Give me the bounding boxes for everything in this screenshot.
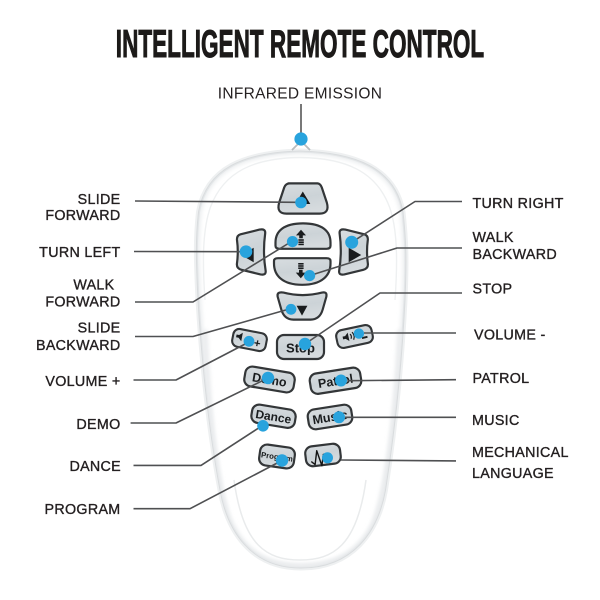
- svg-text:STOP: STOP: [473, 282, 513, 298]
- svg-text:SLIDE: SLIDE: [78, 192, 121, 208]
- svg-text:FORWARD: FORWARD: [45, 295, 120, 311]
- svg-text:PATROL: PATROL: [473, 371, 530, 387]
- svg-text:INFRARED EMISSION: INFRARED EMISSION: [218, 86, 382, 103]
- svg-text:DEMO: DEMO: [76, 417, 120, 433]
- svg-text:INTELLIGENT REMOTE CONTROL: INTELLIGENT REMOTE CONTROL: [116, 22, 484, 66]
- svg-text:WALK: WALK: [473, 230, 514, 246]
- svg-text:WALK: WALK: [73, 278, 114, 294]
- svg-text:LANGUAGE: LANGUAGE: [472, 466, 554, 482]
- svg-text:VOLUME +: VOLUME +: [45, 374, 120, 390]
- svg-text:BACKWARD: BACKWARD: [473, 247, 557, 263]
- svg-text:DANCE: DANCE: [69, 459, 121, 475]
- svg-text:MUSIC: MUSIC: [472, 413, 520, 429]
- svg-text:TURN LEFT: TURN LEFT: [39, 245, 120, 261]
- svg-text:MECHANICAL: MECHANICAL: [472, 445, 569, 461]
- svg-text:+: +: [253, 338, 262, 351]
- svg-text:SLIDE: SLIDE: [78, 321, 121, 337]
- svg-text:TURN RIGHT: TURN RIGHT: [473, 196, 564, 212]
- svg-text:PROGRAM: PROGRAM: [45, 502, 121, 518]
- svg-text:VOLUME -: VOLUME -: [474, 328, 546, 344]
- svg-text:FORWARD: FORWARD: [45, 208, 120, 224]
- svg-text:BACKWARD: BACKWARD: [36, 338, 120, 354]
